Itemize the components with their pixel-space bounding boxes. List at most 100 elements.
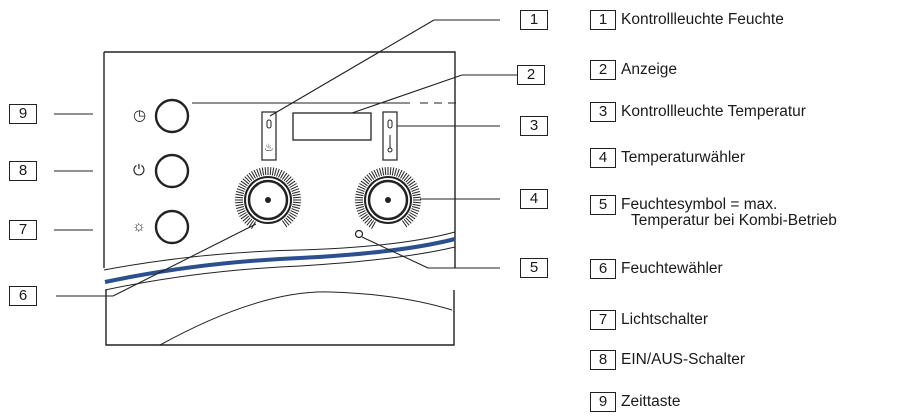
- knob-tick: [412, 190, 421, 195]
- knob-tick: [283, 218, 290, 226]
- temperature-indicator: [382, 111, 398, 161]
- knob-tick: [356, 188, 365, 192]
- wave-band: [103, 231, 456, 291]
- knob-tick: [292, 201, 301, 204]
- knob-tick: [381, 167, 385, 176]
- knob-tick: [240, 213, 248, 220]
- knob-tick: [281, 220, 288, 228]
- knob-tick: [242, 215, 250, 222]
- knob-tick: [288, 213, 296, 220]
- knob-tick: [261, 167, 265, 176]
- humidity-symbol-marker: [354, 229, 364, 239]
- knob-tick: [405, 176, 412, 183]
- knob-tick: [398, 169, 403, 178]
- display: [292, 112, 372, 141]
- knob-tick: [285, 176, 292, 183]
- clock-icon: ◷: [133, 107, 147, 124]
- legend-number: 6: [590, 259, 616, 279]
- light-button[interactable]: [154, 209, 190, 245]
- knob-tick: [357, 185, 366, 190]
- knob-tick: [378, 167, 383, 176]
- knob-tick: [290, 210, 299, 215]
- knob-tick: [384, 167, 387, 176]
- knob-tick: [412, 193, 421, 197]
- callout-1: 1: [520, 10, 548, 30]
- knob-tick: [410, 210, 419, 215]
- light-icon: ☼: [132, 218, 146, 235]
- knob-tick: [236, 208, 245, 212]
- knob-tick: [269, 167, 272, 176]
- legend-text-line2: Temperatur bei Kombi-Betrieb: [631, 212, 837, 229]
- timer-button[interactable]: [154, 98, 190, 134]
- knob-tick: [412, 196, 421, 199]
- legend-text: Kontrollleuchte Feuchte: [621, 11, 784, 28]
- knob-tick: [355, 203, 364, 207]
- knob-tick: [409, 183, 417, 188]
- knob-tick: [364, 217, 371, 224]
- knob-tick: [237, 185, 246, 190]
- knob-tick: [355, 201, 364, 204]
- legend-text: EIN/AUS-Schalter: [621, 351, 746, 368]
- knob-tick: [356, 208, 365, 212]
- legend-text: Temperaturwähler: [621, 149, 746, 166]
- knob-tick: [401, 172, 408, 180]
- legend-number: 8: [590, 350, 616, 370]
- knob-tick: [285, 217, 292, 224]
- knob-tick: [239, 183, 247, 188]
- knob-tick: [248, 172, 255, 180]
- knob-tick: [368, 220, 375, 228]
- knob-tick: [389, 167, 392, 176]
- knob-tick: [291, 208, 300, 212]
- knob-tick: [371, 171, 376, 179]
- knob-tick: [359, 183, 367, 188]
- knob-tick: [359, 212, 367, 217]
- knob-tick: [357, 210, 366, 215]
- knob-tick: [373, 169, 378, 178]
- knob-tick: [393, 167, 398, 176]
- knob-tick: [376, 168, 380, 177]
- temperature-knob[interactable]: [355, 167, 421, 229]
- knob-tick: [288, 180, 296, 187]
- legend-text: Zeittaste: [621, 393, 681, 410]
- knob-tick: [248, 220, 255, 228]
- knob-tick: [235, 196, 244, 199]
- knob-tick: [258, 167, 263, 176]
- temperature-knob-ticks: [355, 167, 421, 229]
- knob-tick: [400, 171, 405, 179]
- knob-tick: [355, 205, 364, 210]
- knob-tick: [292, 196, 301, 199]
- callout-9: 9: [9, 104, 37, 124]
- knob-tick: [364, 176, 371, 183]
- leader-lines: [54, 19, 517, 297]
- knob-tick: [286, 215, 294, 222]
- knob-tick: [401, 220, 408, 228]
- knob-tick: [360, 213, 368, 220]
- knob-tick: [410, 185, 419, 190]
- knob-tick: [264, 167, 267, 176]
- power-icon: ⏻: [133, 162, 145, 179]
- humidity-knob[interactable]: [235, 167, 301, 229]
- callout-5: 5: [520, 258, 548, 278]
- knob-tick: [251, 171, 256, 179]
- knob-tick: [408, 180, 416, 187]
- legend-text: Kontrollleuchte Temperatur: [621, 103, 806, 120]
- knob-tick: [256, 168, 260, 177]
- knob-tick: [291, 188, 300, 192]
- callout-7: 7: [9, 220, 37, 240]
- knob-tick: [292, 203, 301, 207]
- knob-tick: [236, 188, 245, 192]
- knob-tick: [405, 217, 412, 224]
- knob-tick: [242, 178, 250, 185]
- knob-tick: [362, 215, 370, 222]
- knob-tick: [235, 201, 244, 204]
- power-button[interactable]: [154, 153, 190, 189]
- callout-8: 8: [9, 161, 37, 181]
- knob-tick: [292, 193, 301, 197]
